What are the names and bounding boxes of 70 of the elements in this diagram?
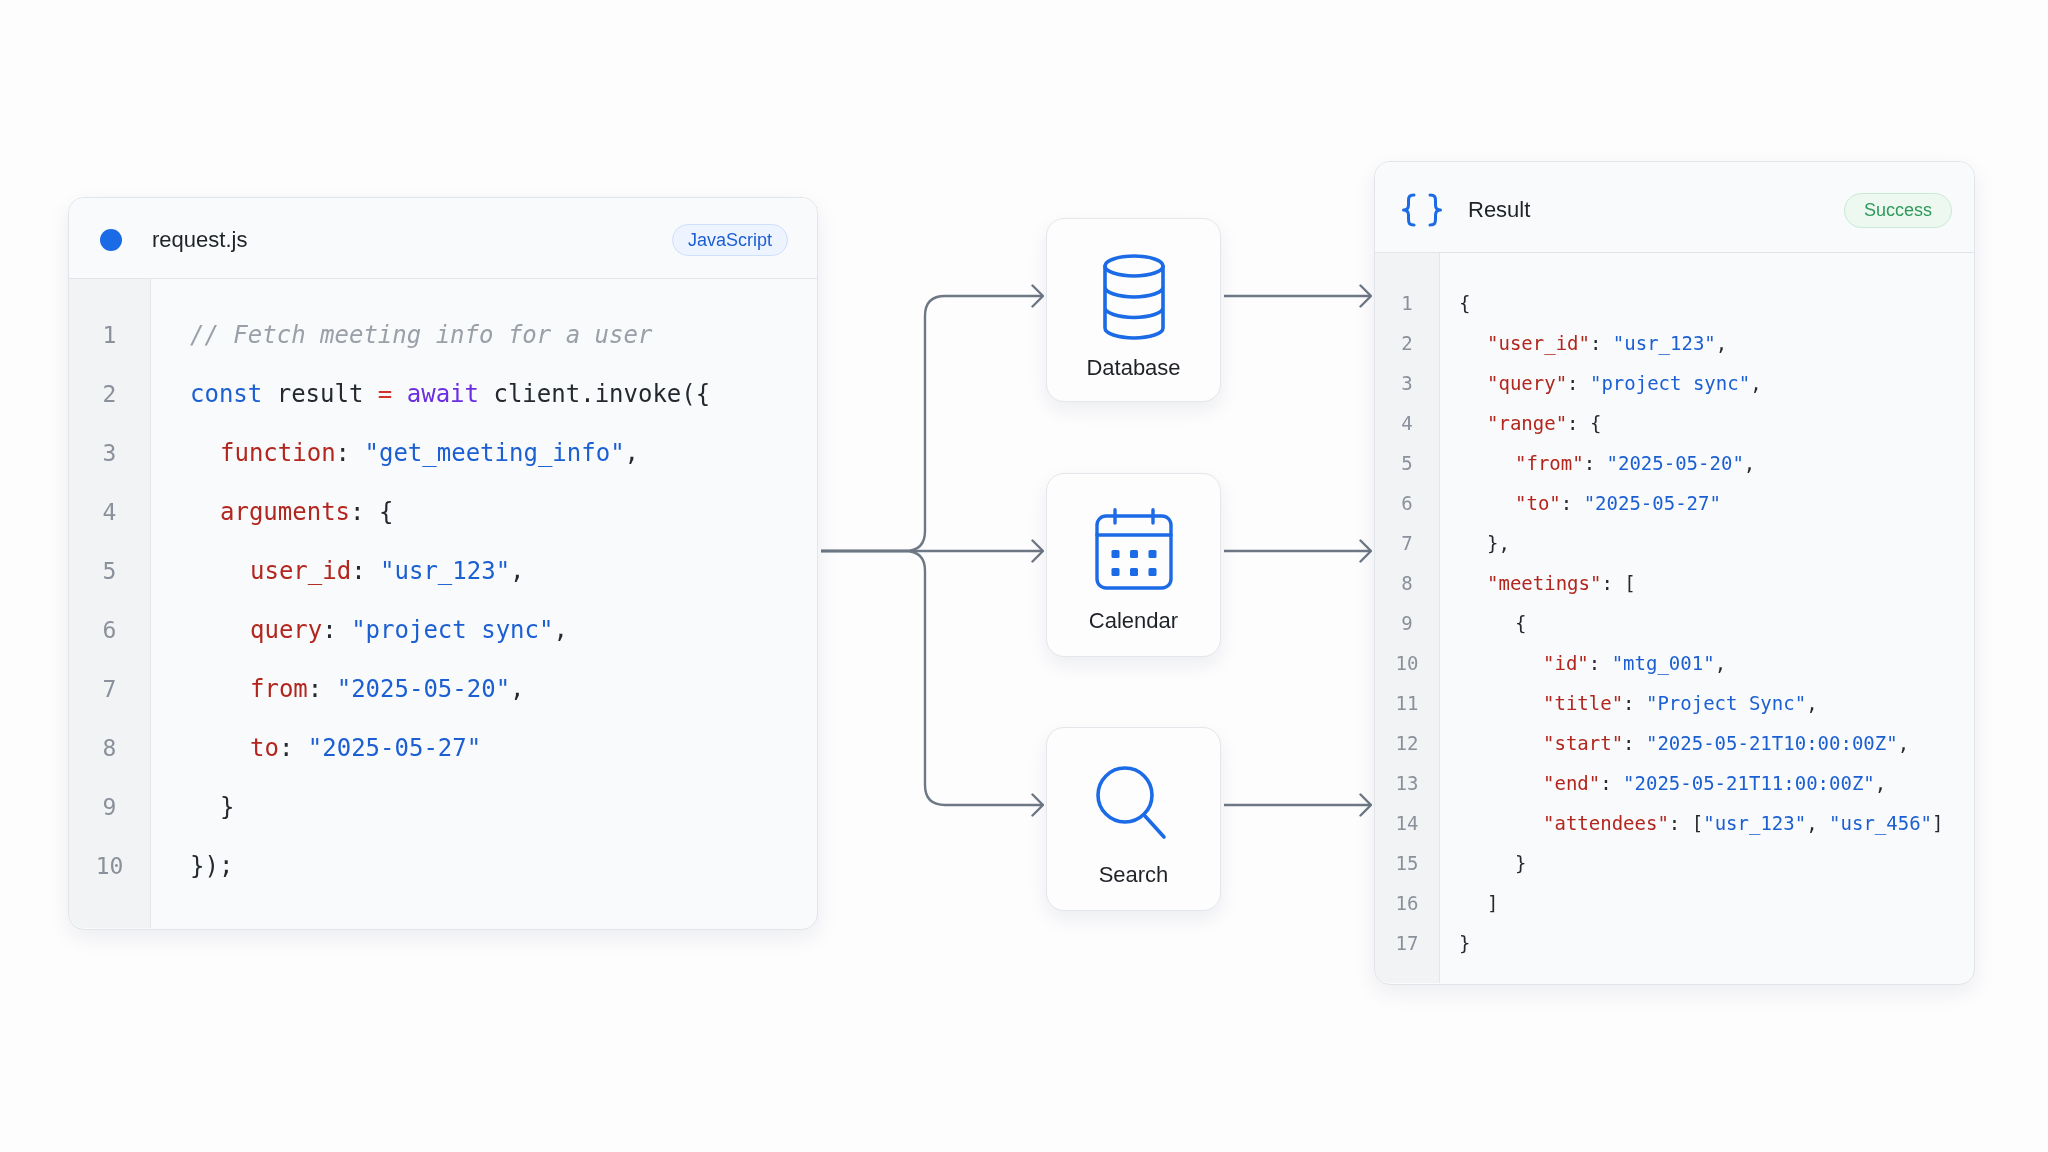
tool-label: Calendar bbox=[1088, 607, 1179, 635]
line-number: 11 bbox=[1395, 690, 1419, 716]
tool-card bbox=[1046, 473, 1221, 657]
code-line: { bbox=[1459, 290, 1471, 316]
status-badge: Success bbox=[1844, 193, 1952, 228]
line-number: 4 bbox=[102, 498, 117, 527]
code-line: } bbox=[220, 792, 235, 823]
tool-label: Database bbox=[1086, 354, 1181, 382]
line-number: 2 bbox=[102, 380, 117, 409]
code-line: query: "project sync", bbox=[250, 615, 568, 646]
line-number: 10 bbox=[95, 852, 124, 881]
code-line: to: "2025-05-27" bbox=[250, 733, 482, 764]
line-number: 8 bbox=[102, 734, 117, 763]
line-number: 14 bbox=[1395, 810, 1419, 836]
code-line: } bbox=[1459, 930, 1471, 956]
code-line: } bbox=[1515, 850, 1527, 876]
code-line: function: "get_meeting_info", bbox=[220, 438, 640, 469]
arrow bbox=[1224, 793, 1373, 817]
code-line: from: "2025-05-20", bbox=[250, 674, 525, 705]
line-number: 5 bbox=[1401, 450, 1413, 476]
code-line: "title": "Project Sync", bbox=[1543, 690, 1818, 716]
line-number: 8 bbox=[1401, 570, 1413, 596]
panel-title: Result bbox=[1468, 196, 1531, 224]
line-number: 16 bbox=[1395, 890, 1419, 916]
language-badge: JavaScript bbox=[672, 224, 788, 256]
code-line: "end": "2025-05-21T11:00:00Z", bbox=[1543, 770, 1887, 796]
line-number: 1 bbox=[102, 321, 117, 350]
line-number: 9 bbox=[1401, 610, 1413, 636]
code-line: "attendees": ["usr_123", "usr_456"] bbox=[1543, 810, 1944, 837]
code-line: // Fetch meeting info for a user bbox=[190, 320, 653, 351]
code-line: "start": "2025-05-21T10:00:00Z", bbox=[1543, 730, 1910, 756]
arrow bbox=[1224, 539, 1373, 563]
code-line: "query": "project sync", bbox=[1487, 370, 1762, 396]
code-line: "id": "mtg_001", bbox=[1543, 650, 1727, 677]
code-line: "range": { bbox=[1487, 410, 1602, 436]
line-number: 3 bbox=[1401, 370, 1413, 396]
line-number: 9 bbox=[102, 793, 117, 822]
line-number: 17 bbox=[1395, 930, 1419, 956]
arrow bbox=[821, 549, 1045, 817]
line-number: 10 bbox=[1395, 650, 1419, 676]
line-number: 6 bbox=[102, 616, 117, 645]
line-number: 13 bbox=[1395, 770, 1419, 796]
line-number: 4 bbox=[1401, 410, 1413, 436]
tool-label: Search bbox=[1098, 861, 1169, 889]
line-number: 6 bbox=[1401, 490, 1413, 516]
code-line: "user_id": "usr_123", bbox=[1487, 330, 1728, 357]
line-number: 7 bbox=[1401, 530, 1413, 556]
code-line: }, bbox=[1487, 530, 1510, 556]
code-line: "from": "2025-05-20", bbox=[1515, 450, 1756, 476]
result-panel bbox=[1374, 161, 1975, 985]
line-number: 5 bbox=[102, 557, 117, 586]
arrow bbox=[1224, 284, 1373, 308]
panel-title: request.js bbox=[152, 226, 248, 254]
code-panel bbox=[68, 197, 818, 930]
code-line: "meetings": [ bbox=[1487, 570, 1636, 596]
code-line: arguments: { bbox=[220, 497, 394, 528]
code-line: ] bbox=[1487, 890, 1499, 916]
code-line: }); bbox=[190, 851, 234, 882]
code-line: "to": "2025-05-27" bbox=[1515, 490, 1721, 516]
code-line: const result = await client.invoke({ bbox=[190, 379, 711, 410]
tool-card bbox=[1046, 727, 1221, 911]
line-number: 2 bbox=[1401, 330, 1413, 356]
line-number: 1 bbox=[1401, 290, 1413, 316]
line-number: 3 bbox=[102, 439, 117, 468]
code-line: user_id: "usr_123", bbox=[250, 556, 525, 587]
code-line: { bbox=[1515, 610, 1527, 636]
line-number: 15 bbox=[1395, 850, 1419, 876]
tool-card bbox=[1046, 218, 1221, 402]
line-number: 7 bbox=[102, 675, 117, 704]
line-number: 12 bbox=[1395, 730, 1419, 756]
